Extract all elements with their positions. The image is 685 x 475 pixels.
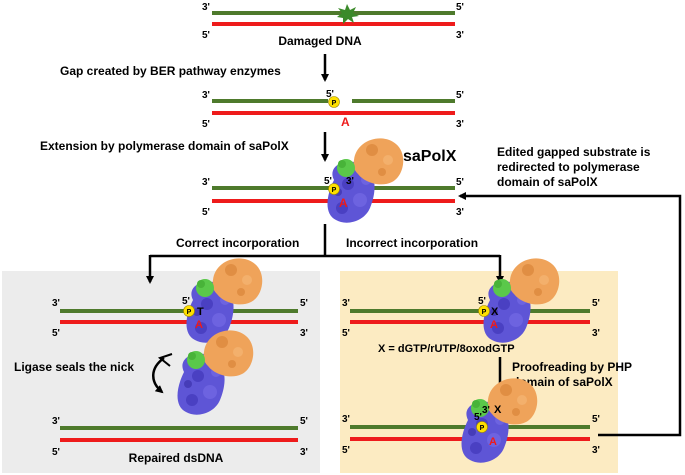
curved-arrow-icon — [157, 353, 173, 367]
strand-end-label: 3' — [342, 298, 350, 309]
strand-end-label: 5' — [326, 89, 334, 100]
strand-end-label: 3' — [456, 207, 464, 218]
strand-end-label: 5' — [342, 445, 350, 456]
gap-step-label: Gap created by BER pathway enzymes — [60, 64, 281, 78]
protein-name-label: saPolX — [403, 148, 457, 165]
base-a-label: A — [490, 319, 498, 331]
strand-end-label: 5' — [456, 2, 464, 13]
edited-substrate-label: domain of saPolX — [497, 175, 598, 189]
strand-end-label: 5' — [456, 90, 464, 101]
phosphate-label: P — [187, 309, 192, 316]
phosphate-label: P — [332, 100, 337, 107]
strand-end-label: 3' — [52, 416, 60, 427]
phosphate-icon — [478, 305, 490, 317]
curved-arrow-icon — [152, 356, 165, 394]
proofreading-label: domain of saPolX — [512, 375, 613, 389]
strand-end-label: 5' — [456, 177, 464, 188]
proofreading-label: Proofreading by PHP — [512, 360, 632, 374]
strand-end-label: 5' — [300, 416, 308, 427]
base-x-label: X — [491, 306, 499, 318]
feedback-arrow-icon — [458, 192, 682, 437]
strand-end-label: 3' — [300, 447, 308, 458]
phosphate-label: P — [480, 425, 485, 432]
strand-end-label: 5' — [592, 298, 600, 309]
strand-end-label: 3' — [202, 2, 210, 13]
damage-site-icon — [337, 4, 359, 24]
phosphate-icon — [476, 421, 488, 433]
strand-end-label: 3' — [592, 445, 600, 456]
correct-incorporation-label: Correct incorporation — [176, 236, 299, 250]
strand-end-label: 5' — [52, 328, 60, 339]
strand-end-label: 5' — [202, 207, 210, 218]
strand-end-label: 5' — [474, 412, 482, 423]
strand-end-label: 3' — [592, 328, 600, 339]
extension-step-label: Extension by polymerase domain of saPolX — [40, 139, 289, 153]
strand-end-label: 5' — [300, 298, 308, 309]
strand-end-label: 5' — [324, 176, 332, 187]
base-a-label: A — [489, 436, 497, 448]
strand-end-label: 3' — [346, 176, 354, 187]
strand-end-label: 3' — [202, 90, 210, 101]
base-a-label: A — [339, 196, 348, 210]
phosphate-label: P — [482, 309, 487, 316]
strand-end-label: 3' — [482, 405, 490, 416]
repaired-dsdna-label: Repaired dsDNA — [129, 451, 224, 465]
base-a-label: A — [341, 115, 350, 129]
saPolX-protein-icon — [327, 138, 404, 223]
strand-end-label: 3' — [52, 298, 60, 309]
strand-end-label: 5' — [202, 119, 210, 130]
strand-end-label: 5' — [182, 296, 190, 307]
strand-end-label: 5' — [52, 447, 60, 458]
strand-end-label: 3' — [456, 119, 464, 130]
phosphate-icon — [328, 183, 340, 195]
damaged-dna-label: Damaged DNA — [278, 34, 362, 48]
phosphate-icon — [183, 305, 195, 317]
strand-end-label: 5' — [592, 414, 600, 425]
base-t-label: T — [197, 306, 204, 318]
edited-substrate-label: Edited gapped substrate is — [497, 145, 651, 159]
incorrect-incorporation-label: Incorrect incorporation — [346, 236, 478, 250]
strand-end-label: 3' — [300, 328, 308, 339]
phosphate-icon — [328, 96, 340, 108]
base-a-label: A — [195, 319, 203, 331]
strand-end-label: 3' — [202, 177, 210, 188]
strand-end-label: 5' — [202, 30, 210, 41]
strand-end-label: 3' — [342, 414, 350, 425]
phosphate-label: P — [332, 187, 337, 194]
strand-end-label: 5' — [342, 328, 350, 339]
ligase-step-label: Ligase seals the nick — [14, 360, 134, 374]
strand-end-label: 3' — [456, 30, 464, 41]
edited-substrate-label: redirected to polymerase — [497, 160, 640, 174]
strand-end-label: 5' — [478, 296, 486, 307]
x-definition-label: X = dGTP/rUTP/8oxodGTP — [378, 343, 515, 355]
base-x-label: X — [494, 404, 502, 416]
